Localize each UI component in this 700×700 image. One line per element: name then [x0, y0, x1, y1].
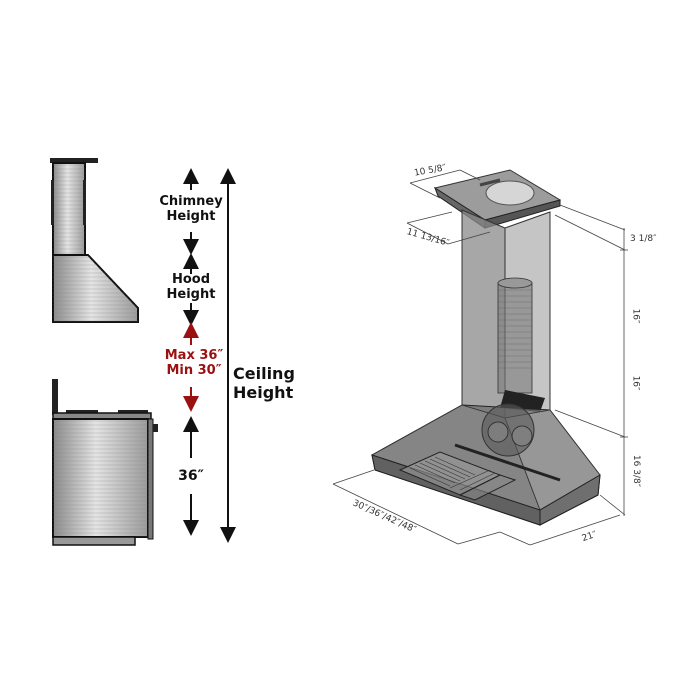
- min-clearance-label: Min 30″: [166, 363, 222, 378]
- hood-height-label: Hood Height: [151, 272, 231, 302]
- max-clearance-label: Max 36″: [164, 348, 224, 363]
- hood-label-line1: Hood: [171, 272, 211, 287]
- range-profile-icon: [52, 379, 158, 546]
- chimney-upper-dimension: 16″: [630, 308, 641, 324]
- clearance-label: Max 36″ Min 30″: [160, 348, 228, 378]
- ceiling-label-line1: Ceiling: [233, 364, 295, 383]
- counter-height-label: 36″: [178, 468, 204, 484]
- dimension-lines: [332, 169, 628, 546]
- hood-label-line2: Height: [166, 287, 216, 302]
- top-cap-icon: [433, 169, 562, 229]
- hood-body-icon: [371, 403, 601, 526]
- ceiling-label-line2: Height: [233, 383, 294, 402]
- chimney-label-line1: Chimney: [159, 194, 223, 209]
- ceiling-height-label: Ceiling Height: [233, 364, 295, 402]
- top-trim-dimension: 3 1/8″: [630, 234, 657, 244]
- chimney-label-line2: Height: [166, 209, 216, 224]
- chimney-icon: [461, 209, 551, 419]
- hood-profile-icon: [50, 158, 139, 323]
- hood-height-dimension: 16 3/8″: [631, 454, 642, 488]
- chimney-height-label: Chimney Height: [151, 194, 231, 224]
- chimney-lower-dimension: 16″: [630, 375, 641, 391]
